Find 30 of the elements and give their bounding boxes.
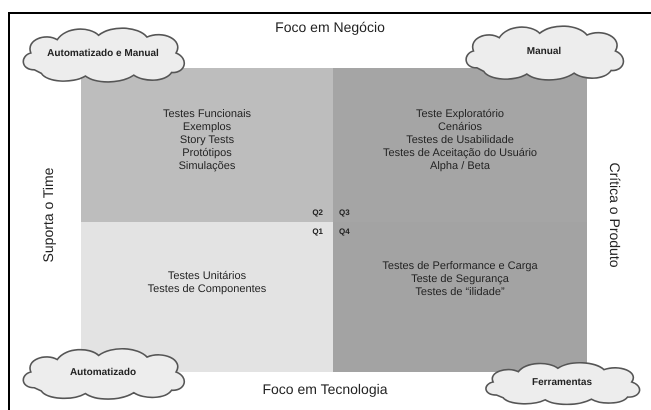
- test-type-label: Testes Funcionais: [162, 108, 252, 121]
- test-type-label: Testes Unitários: [168, 270, 246, 283]
- test-type-label: Exemplos: [182, 121, 232, 134]
- cloud-label: Automatizado e Manual: [47, 46, 159, 60]
- quadrant-number: Q1: [312, 226, 323, 238]
- test-type-label: Testes de “ilidade”: [415, 286, 505, 299]
- quadrant-number: Q2: [312, 207, 323, 219]
- axis-label: Foco em Negócio: [274, 18, 386, 36]
- test-type-label: Teste de Segurança: [411, 273, 509, 286]
- quadrant-number: Q3: [339, 207, 350, 219]
- test-type-label: Testes de Usabilidade: [406, 134, 514, 147]
- axis-label: Crítica o Produto: [606, 161, 624, 270]
- axis-label: Foco em Tecnologia: [261, 380, 389, 398]
- quadrant-number: Q4: [339, 226, 350, 238]
- test-type-label: Protótipos: [182, 147, 232, 160]
- test-type-label: Alpha / Beta: [430, 160, 490, 173]
- cloud-label: Automatizado: [70, 366, 136, 380]
- cloud-label: Ferramentas: [532, 376, 592, 390]
- quadrant-panel: [333, 222, 587, 372]
- quadrant-panel: [333, 68, 587, 222]
- test-type-label: Simulações: [178, 160, 236, 173]
- test-type-label: Cenários: [438, 121, 482, 134]
- quadrant-panel: [81, 68, 333, 222]
- test-type-label: Testes de Performance e Carga: [382, 260, 538, 273]
- test-type-label: Story Tests: [180, 134, 234, 147]
- axis-label: Suporta o Time: [39, 166, 57, 264]
- cloud-label: Manual: [526, 44, 562, 58]
- test-type-label: Testes de Aceitação do Usuário: [382, 147, 538, 160]
- test-type-label: Teste Exploratório: [416, 108, 504, 121]
- test-type-label: Testes de Componentes: [148, 283, 266, 296]
